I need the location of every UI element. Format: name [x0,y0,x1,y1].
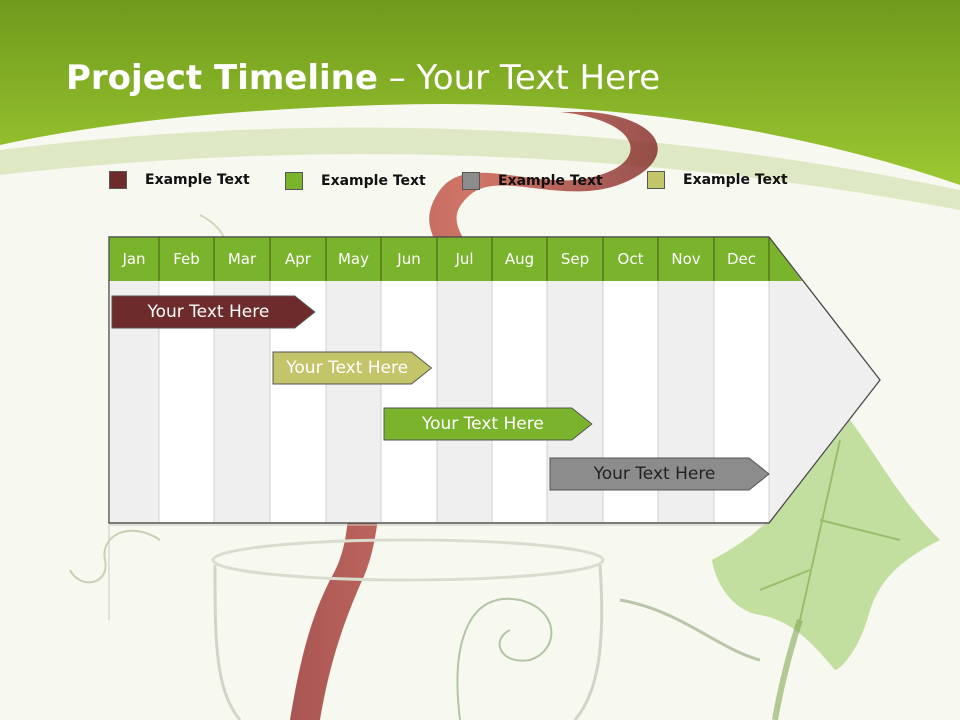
light-swoosh [0,127,960,210]
month-label: Dec [726,250,757,268]
arrow-tip-fill [769,281,880,523]
legend-item: Example Text [647,170,788,190]
page-title: Project Timeline – Your Text Here [66,58,660,98]
title-bold: Project Timeline [66,58,378,98]
month-label: Mar [227,250,257,268]
month-header-row [109,237,802,281]
month-label: May [337,250,369,268]
legend-swatch [647,171,665,189]
legend-label: Example Text [321,173,426,189]
header-band [0,0,960,185]
month-label: Jan [122,250,146,268]
timeline-border [108,236,881,524]
task-label: Your Text Here [593,464,716,484]
task-label: Your Text Here [421,414,544,434]
task-arrow [383,407,593,441]
legend-item: Example Text [285,171,426,191]
task-arrow [111,295,316,329]
task-label: Your Text Here [286,358,409,378]
month-label: Nov [671,250,701,268]
month-label: Oct [617,250,644,268]
wine-glass-icon [213,564,604,720]
legend-label: Example Text [145,172,250,188]
timeline-reflection [108,524,769,620]
legend-swatch [462,172,480,190]
month-label: Sep [560,250,590,268]
month-column [437,281,492,522]
title-rest: – Your Text Here [377,58,661,98]
legend-label: Example Text [498,173,603,189]
grape-leaf-icon [712,420,940,670]
month-label: Jun [397,250,421,268]
task-arrow [272,351,433,385]
legend-swatch [109,171,127,189]
month-column [326,281,381,522]
month-label: Aug [504,250,535,268]
month-label: Jul [455,250,474,268]
vine-tendril [456,597,553,720]
legend-item: Example Text [109,170,250,190]
task-arrow [549,457,770,491]
month-label: Apr [285,250,311,268]
task-label: Your Text Here [147,302,270,322]
legend-swatch [285,172,303,190]
month-label: Feb [173,250,200,268]
legend-label: Example Text [683,172,788,188]
legend-item: Example Text [462,171,603,191]
